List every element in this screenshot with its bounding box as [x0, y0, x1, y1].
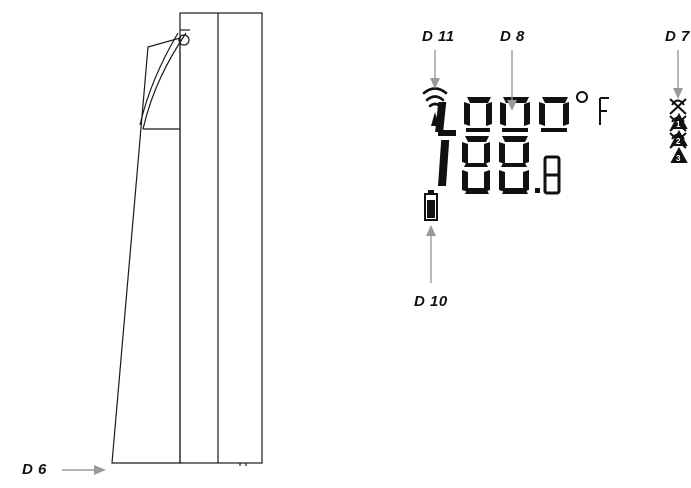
sensor-side-view	[111, 12, 263, 466]
d7-arrow	[673, 50, 683, 99]
sensor-hook	[142, 32, 187, 130]
label-d10: D 10	[414, 293, 448, 310]
battery-icon	[424, 190, 438, 221]
sensor-stand	[111, 37, 181, 464]
d8-arrow	[507, 50, 517, 111]
lcd-display: 1 2 3	[422, 87, 688, 221]
d11-arrow	[430, 50, 440, 89]
lower-digits	[437, 136, 540, 194]
d10-arrow	[426, 225, 436, 283]
channel-icons	[669, 98, 688, 163]
sensor-front-panel	[179, 12, 263, 464]
channel-3-number: 3	[676, 154, 681, 163]
sensor-hang-hole	[178, 34, 190, 46]
d6-arrow	[62, 465, 106, 475]
sensor-hook-inner	[139, 32, 179, 126]
label-d8: D 8	[500, 28, 525, 45]
upper-digits	[435, 97, 569, 136]
channel-2-number: 2	[676, 137, 681, 146]
channel-1-number: 1	[676, 120, 681, 129]
label-d11: D 11	[422, 28, 455, 45]
degree-symbol	[576, 91, 588, 103]
label-d6: D 6	[22, 461, 47, 478]
unit-f-glyph	[599, 97, 609, 125]
channel-3-icon	[669, 132, 688, 163]
label-d7: D 7	[665, 28, 690, 45]
decimal-digit	[543, 155, 561, 195]
